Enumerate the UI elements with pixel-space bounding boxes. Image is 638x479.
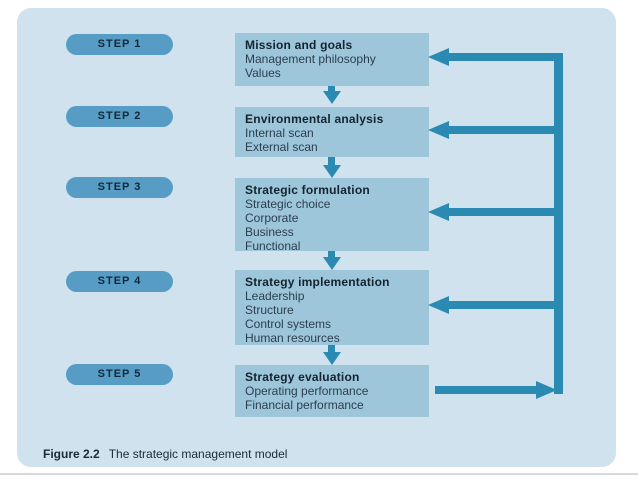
box-item: Corporate <box>245 211 299 225</box>
feedback-arrowhead-step5-icon <box>536 381 557 399</box>
environmental-analysis-box: Environmental analysis Internal scan Ext… <box>235 107 429 157</box>
box-item: External scan <box>245 140 318 154</box>
step-5-pill: STEP 5 <box>66 364 173 385</box>
strategy-evaluation-box: Strategy evaluation Operating performanc… <box>235 365 429 417</box>
feedback-arrowhead-step2-icon <box>428 121 449 139</box>
feedback-line-step1 <box>449 53 563 61</box>
box-item: Control systems <box>245 317 332 331</box>
feedback-line-step5-out <box>435 386 536 394</box>
box-title: Mission and goals <box>245 38 353 52</box>
box-item: Values <box>245 66 281 80</box>
step-1-pill: STEP 1 <box>66 34 173 55</box>
down-arrow-4-icon <box>323 345 341 365</box>
box-item: Operating performance <box>245 384 369 398</box>
step-4-pill: STEP 4 <box>66 271 173 292</box>
box-item: Structure <box>245 303 294 317</box>
down-arrow-3-icon <box>323 251 341 270</box>
box-title: Strategy implementation <box>245 275 390 289</box>
step-3-pill: STEP 3 <box>66 177 173 198</box>
feedback-arrowhead-step3-icon <box>428 203 449 221</box>
box-title: Strategy evaluation <box>245 370 360 384</box>
box-item: Internal scan <box>245 126 314 140</box>
feedback-line-step4 <box>449 301 563 309</box>
box-title: Environmental analysis <box>245 112 384 126</box>
mission-and-goals-box: Mission and goals Management philosophy … <box>235 33 429 86</box>
box-item: Management philosophy <box>245 52 376 66</box>
bottom-divider <box>0 473 638 475</box>
feedback-line-step2 <box>449 126 563 134</box>
box-item: Business <box>245 225 294 239</box>
strategy-implementation-box: Strategy implementation Leadership Struc… <box>235 270 429 345</box>
figure-caption-text: The strategic management model <box>108 447 288 461</box>
down-arrow-1-icon <box>323 86 341 104</box>
feedback-arrowhead-step4-icon <box>428 296 449 314</box>
strategic-formulation-box: Strategic formulation Strategic choice C… <box>235 178 429 253</box>
box-title: Strategic formulation <box>245 183 370 197</box>
box-item: Functional <box>245 239 301 253</box>
figure-caption-label: Figure 2.2 <box>43 447 100 461</box>
box-item: Human resources <box>245 331 340 345</box>
feedback-arrowhead-step1-icon <box>428 48 449 66</box>
down-arrow-2-icon <box>323 157 341 178</box>
box-item: Leadership <box>245 289 305 303</box>
box-item: Strategic choice <box>245 197 331 211</box>
box-item: Financial performance <box>245 398 364 412</box>
feedback-vertical-line <box>554 53 563 394</box>
figure-caption: Figure 2.2 The strategic management model <box>43 447 287 461</box>
feedback-line-step3 <box>449 208 563 216</box>
step-2-pill: STEP 2 <box>66 106 173 127</box>
